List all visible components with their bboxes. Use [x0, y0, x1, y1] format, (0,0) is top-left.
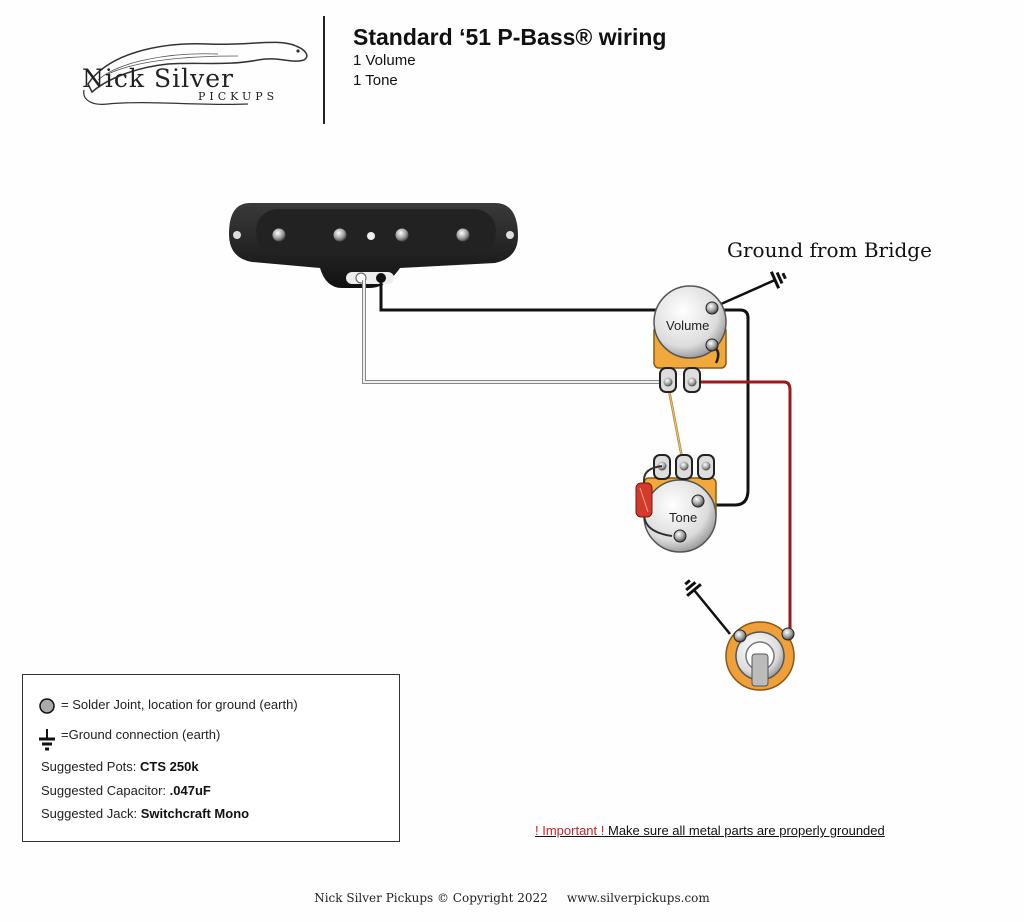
- ground-symbol-jack: [684, 579, 702, 597]
- pickup: [229, 203, 518, 288]
- header-divider: [323, 16, 325, 124]
- volume-pot: [653, 285, 727, 393]
- solder-joint: [781, 627, 795, 641]
- config-line-volume: 1 Volume: [353, 52, 416, 69]
- brand-name: Nick Silver: [82, 64, 234, 93]
- output-jack: [725, 621, 795, 691]
- solder-joint: [705, 338, 719, 352]
- tone-label: Tone: [669, 510, 698, 525]
- solder-joint: [673, 529, 687, 543]
- pole-piece-3: [395, 228, 409, 242]
- bridge-ground-wire: [711, 278, 776, 310]
- important-note: ! Important ! Make sure all metal parts …: [535, 823, 885, 838]
- legend-ground: =Ground connection (earth): [61, 727, 221, 742]
- brand-logo-lizard: [83, 41, 308, 106]
- page-title: Standard ‘51 P-Bass® wiring: [353, 24, 667, 50]
- ground-from-bridge-label: Ground from Bridge: [727, 238, 932, 262]
- legend-jack: Suggested Jack: Switchcraft Mono: [41, 806, 250, 821]
- pole-piece-4: [456, 228, 470, 242]
- volume-label: Volume: [666, 318, 710, 333]
- tone-pot: [643, 454, 717, 553]
- solder-joint: [733, 629, 747, 643]
- pole-piece-2: [333, 228, 347, 242]
- mount-hole-left: [233, 231, 241, 239]
- pole-piece-center: [367, 232, 375, 240]
- important-text: Make sure all metal parts are properly g…: [604, 823, 885, 838]
- brand-sub: Pickups: [198, 90, 279, 103]
- legend-box: = Solder Joint, location for ground (ear…: [22, 674, 400, 842]
- pickup-white-wire: [362, 280, 668, 384]
- important-warning: ! Important !: [535, 823, 605, 838]
- legend-capacitor: Suggested Capacitor: .047uF: [41, 783, 211, 798]
- hot-output-wire: [692, 380, 792, 630]
- footer-copyright: Nick Silver Pickups © Copyright 2022 www…: [314, 891, 710, 905]
- mount-hole-right: [506, 231, 514, 239]
- pole-piece-1: [272, 228, 286, 242]
- pickup-black-wire: [379, 280, 750, 507]
- legend-pots: Suggested Pots: CTS 250k: [41, 759, 199, 774]
- ground-icon: [39, 729, 55, 751]
- solder-joint: [691, 494, 705, 508]
- jack-ground-wire: [693, 589, 731, 635]
- ground-symbol-bridge: [769, 271, 787, 289]
- legend-solder-joint: = Solder Joint, location for ground (ear…: [61, 697, 298, 712]
- capacitor: [635, 465, 673, 537]
- config-line-tone: 1 Tone: [353, 72, 398, 89]
- solder-joint: [705, 301, 719, 315]
- solder-joint-icon: [39, 698, 55, 714]
